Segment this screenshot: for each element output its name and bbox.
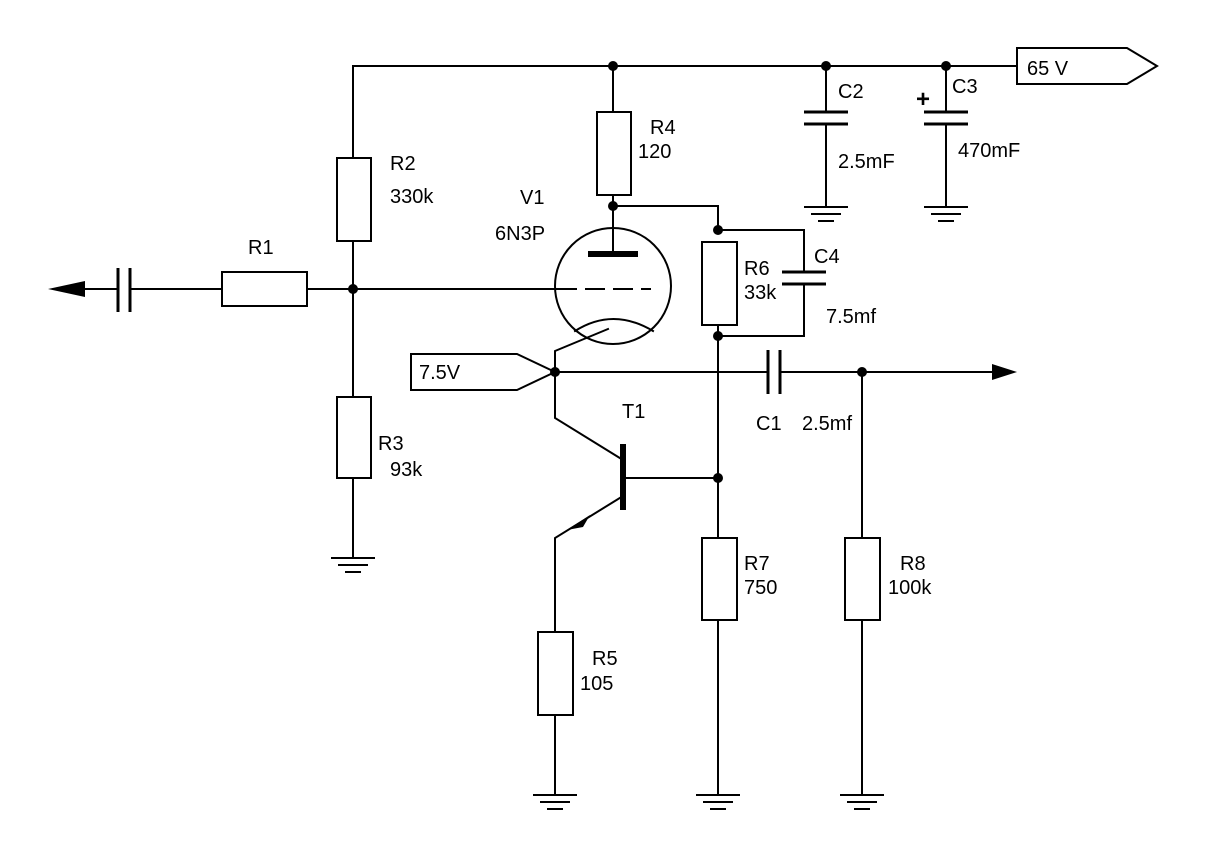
r7-name: R7 xyxy=(744,553,770,575)
c3-value: 470mF xyxy=(958,140,1020,162)
c1-value: 2.5mf xyxy=(802,413,852,435)
capacitor-c4 xyxy=(782,270,826,286)
resistor-r4 xyxy=(596,111,632,196)
ground-icon xyxy=(924,206,968,222)
resistor-r6 xyxy=(701,241,738,326)
port-bias: 7.5V xyxy=(410,353,558,391)
resistor-r8 xyxy=(844,537,881,621)
resistor-r5 xyxy=(537,631,574,716)
c1-name: C1 xyxy=(756,413,782,435)
transistor-t1 xyxy=(567,444,626,530)
r6-name: R6 xyxy=(744,258,770,280)
t1-name: T1 xyxy=(622,401,645,423)
ground-icon xyxy=(840,794,884,810)
r2-value: 330k xyxy=(390,186,434,208)
r5-value: 105 xyxy=(580,673,613,695)
ground-icon xyxy=(696,794,740,810)
ground-icon xyxy=(533,794,577,810)
r3-name: R3 xyxy=(378,433,404,455)
capacitor-c2 xyxy=(804,110,848,126)
r1-name: R1 xyxy=(248,237,274,259)
input-arrow-icon xyxy=(48,281,85,297)
r5-name: R5 xyxy=(592,648,618,670)
r3-value: 93k xyxy=(390,459,423,481)
c2-name: C2 xyxy=(838,81,864,103)
resistor-r1 xyxy=(221,271,308,307)
r7-value: 750 xyxy=(744,577,777,599)
v1-type: 6N3P xyxy=(495,223,545,245)
capacitor-c3 xyxy=(924,110,968,126)
r4-name: R4 xyxy=(650,117,676,139)
tube-cathode xyxy=(573,318,655,333)
junction-dots xyxy=(348,61,951,483)
c4-name: C4 xyxy=(814,246,840,268)
resistor-r7 xyxy=(701,537,738,621)
port-supply-label: 65 V xyxy=(1027,58,1069,80)
port-bias-label: 7.5V xyxy=(419,362,461,384)
resistor-r3 xyxy=(336,396,372,479)
port-supply: 65 V xyxy=(1016,47,1159,85)
ground-icon xyxy=(804,206,848,222)
r4-value: 120 xyxy=(638,141,671,163)
r8-name: R8 xyxy=(900,553,926,575)
c3-name: C3 xyxy=(952,76,978,98)
c4-value: 7.5mf xyxy=(826,306,876,328)
c3-polarity: + xyxy=(916,86,930,113)
c2-value: 2.5mF xyxy=(838,151,895,173)
ground-icon xyxy=(331,557,375,573)
capacitor-c1 xyxy=(766,350,782,394)
emitter-arrow-icon xyxy=(567,515,590,530)
r2-name: R2 xyxy=(390,153,416,175)
resistor-r2 xyxy=(336,157,372,242)
vacuum-tube-v1 xyxy=(554,227,672,345)
wires xyxy=(59,65,1018,796)
v1-name: V1 xyxy=(520,187,544,209)
r6-value: 33k xyxy=(744,282,777,304)
r8-value: 100k xyxy=(888,577,932,599)
output-arrow-icon xyxy=(992,364,1017,380)
capacitor-input xyxy=(116,268,132,312)
